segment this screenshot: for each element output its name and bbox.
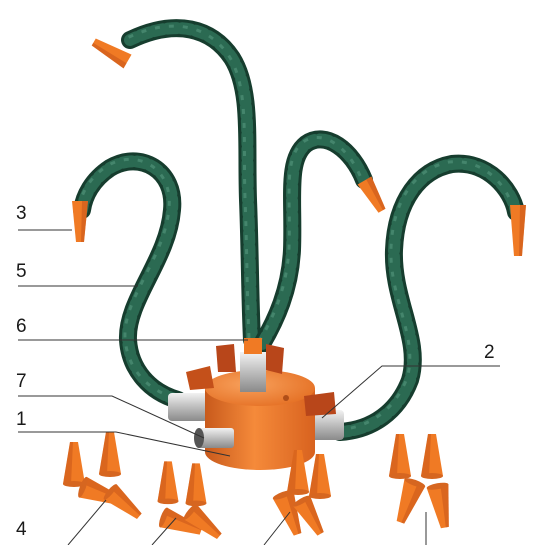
- loose-nozzle: [63, 442, 85, 487]
- left-hex-fitting: [168, 393, 208, 421]
- hose-segments: [340, 164, 516, 432]
- hose-body: [340, 164, 516, 432]
- loose-nozzle: [390, 476, 426, 526]
- tap-handle: [304, 392, 336, 416]
- hose-end-nozzle: [510, 205, 526, 256]
- leader-line-4a: [68, 500, 106, 545]
- manifold-block: [168, 338, 344, 470]
- coolant-hoses: [79, 26, 516, 432]
- loose-nozzle: [186, 463, 207, 506]
- hose-end-nozzle: [358, 176, 389, 214]
- loose-nozzle: [426, 481, 455, 529]
- hose-segments: [262, 139, 364, 344]
- hose-highlight: [337, 162, 513, 430]
- tap-handle: [186, 366, 214, 390]
- nozzle-base: [309, 493, 331, 499]
- callout-3: 3: [16, 204, 27, 223]
- hose: [259, 137, 364, 344]
- nozzle-base: [421, 473, 443, 479]
- callout-2: 2: [484, 343, 495, 362]
- tap-handle: [266, 344, 284, 374]
- loose-nozzle: [158, 461, 179, 504]
- nozzle-shade: [81, 201, 88, 242]
- loose-nozzle: [421, 434, 443, 479]
- nozzle-base: [158, 498, 179, 504]
- loose-nozzle: [309, 454, 331, 499]
- center-hex-fitting: [240, 352, 266, 392]
- callout-1: 1: [16, 410, 27, 429]
- callout-4: 4: [16, 520, 27, 539]
- nozzle-shade: [519, 205, 526, 256]
- nozzle-base: [389, 473, 411, 479]
- loose-nozzle: [102, 483, 146, 524]
- hose: [79, 159, 178, 400]
- callout-6: 6: [16, 317, 27, 336]
- mount-screw: [283, 395, 289, 401]
- loose-nozzle: [389, 434, 411, 479]
- callout-5: 5: [16, 262, 27, 281]
- nozzle-base: [99, 471, 121, 477]
- hose-end-nozzle: [72, 201, 88, 242]
- leader-line-4c: [264, 512, 290, 545]
- callout-7: 7: [16, 372, 27, 391]
- inlet-port-opening: [194, 428, 204, 448]
- loose-nozzle: [99, 432, 121, 477]
- tap-handle: [216, 344, 236, 372]
- hose: [337, 162, 516, 432]
